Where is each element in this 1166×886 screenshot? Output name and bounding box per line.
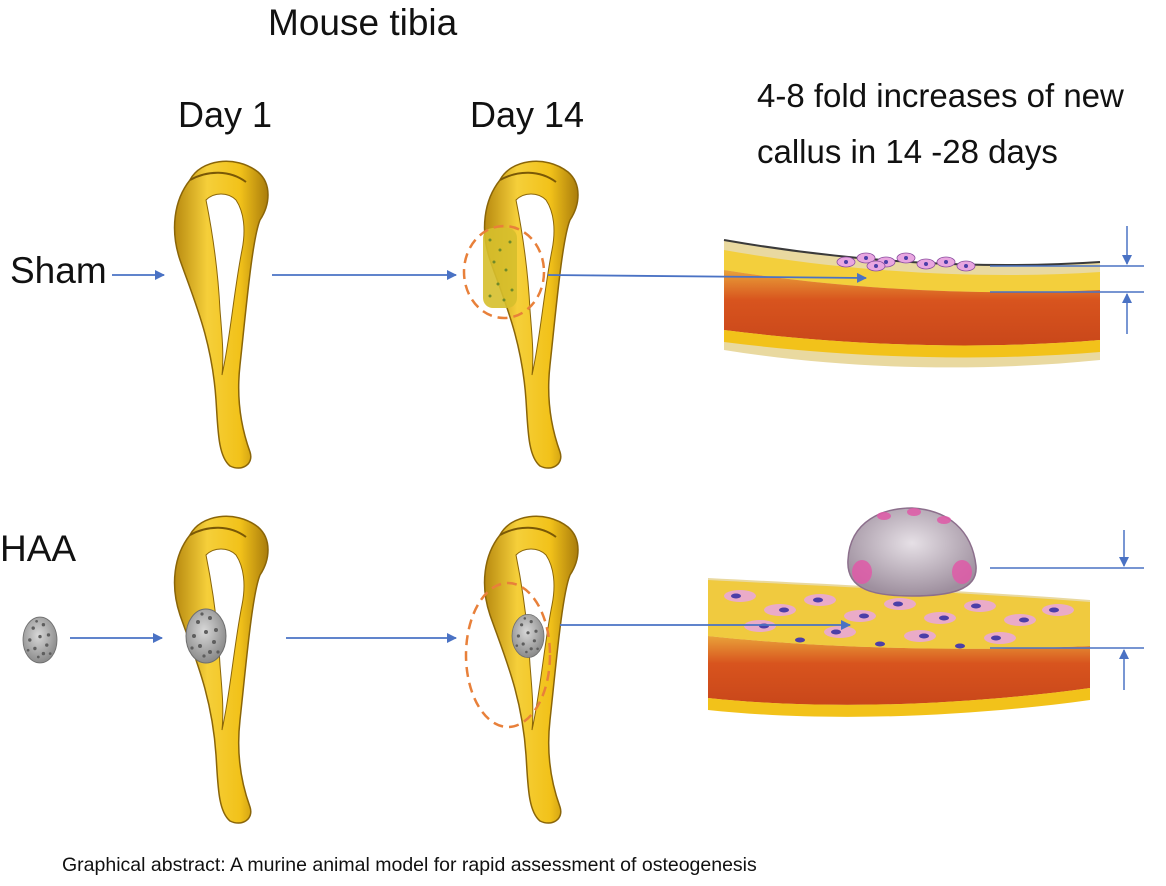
caption: Graphical abstract: A murine animal mode… <box>62 854 757 876</box>
bone-section-haa <box>708 507 1090 717</box>
column-label-day1: Day 1 <box>178 94 273 135</box>
osteogenic-speckle-region <box>483 228 517 308</box>
tibia-bone-haa-day14 <box>464 515 579 825</box>
column-label-day14: Day 14 <box>470 94 585 135</box>
bone-section-sham <box>723 239 1101 368</box>
thickness-marker-haa <box>990 530 1144 690</box>
implant-granule-icon <box>22 616 58 664</box>
flow-arrows <box>70 270 867 643</box>
tibia-bone-sham-day1 <box>173 160 269 470</box>
figure-title: Mouse tibia <box>268 2 458 43</box>
tibia-bone-haa-day1 <box>173 515 269 825</box>
row-label-sham: Sham <box>10 250 107 291</box>
note-line-1: 4-8 fold increases of new <box>757 77 1124 114</box>
dashed-circle-haa <box>464 581 552 729</box>
callus-mass <box>847 507 977 597</box>
thickness-marker-sham <box>990 226 1144 334</box>
implant-in-bone-day14 <box>511 614 545 658</box>
callus-increase-note: 4-8 fold increases of new callus in 14 -… <box>757 68 1166 180</box>
periosteal-cells-sham <box>836 252 976 272</box>
new-callus-cells <box>724 590 1074 649</box>
implant-in-bone-day1 <box>185 608 227 664</box>
dashed-circle-sham <box>462 224 546 320</box>
row-label-haa: HAA <box>0 528 77 569</box>
note-line-2: callus in 14 -28 days <box>757 133 1058 170</box>
tibia-bone-sham-day14 <box>462 160 579 470</box>
arrow-sham-day14-to-section <box>547 272 867 283</box>
